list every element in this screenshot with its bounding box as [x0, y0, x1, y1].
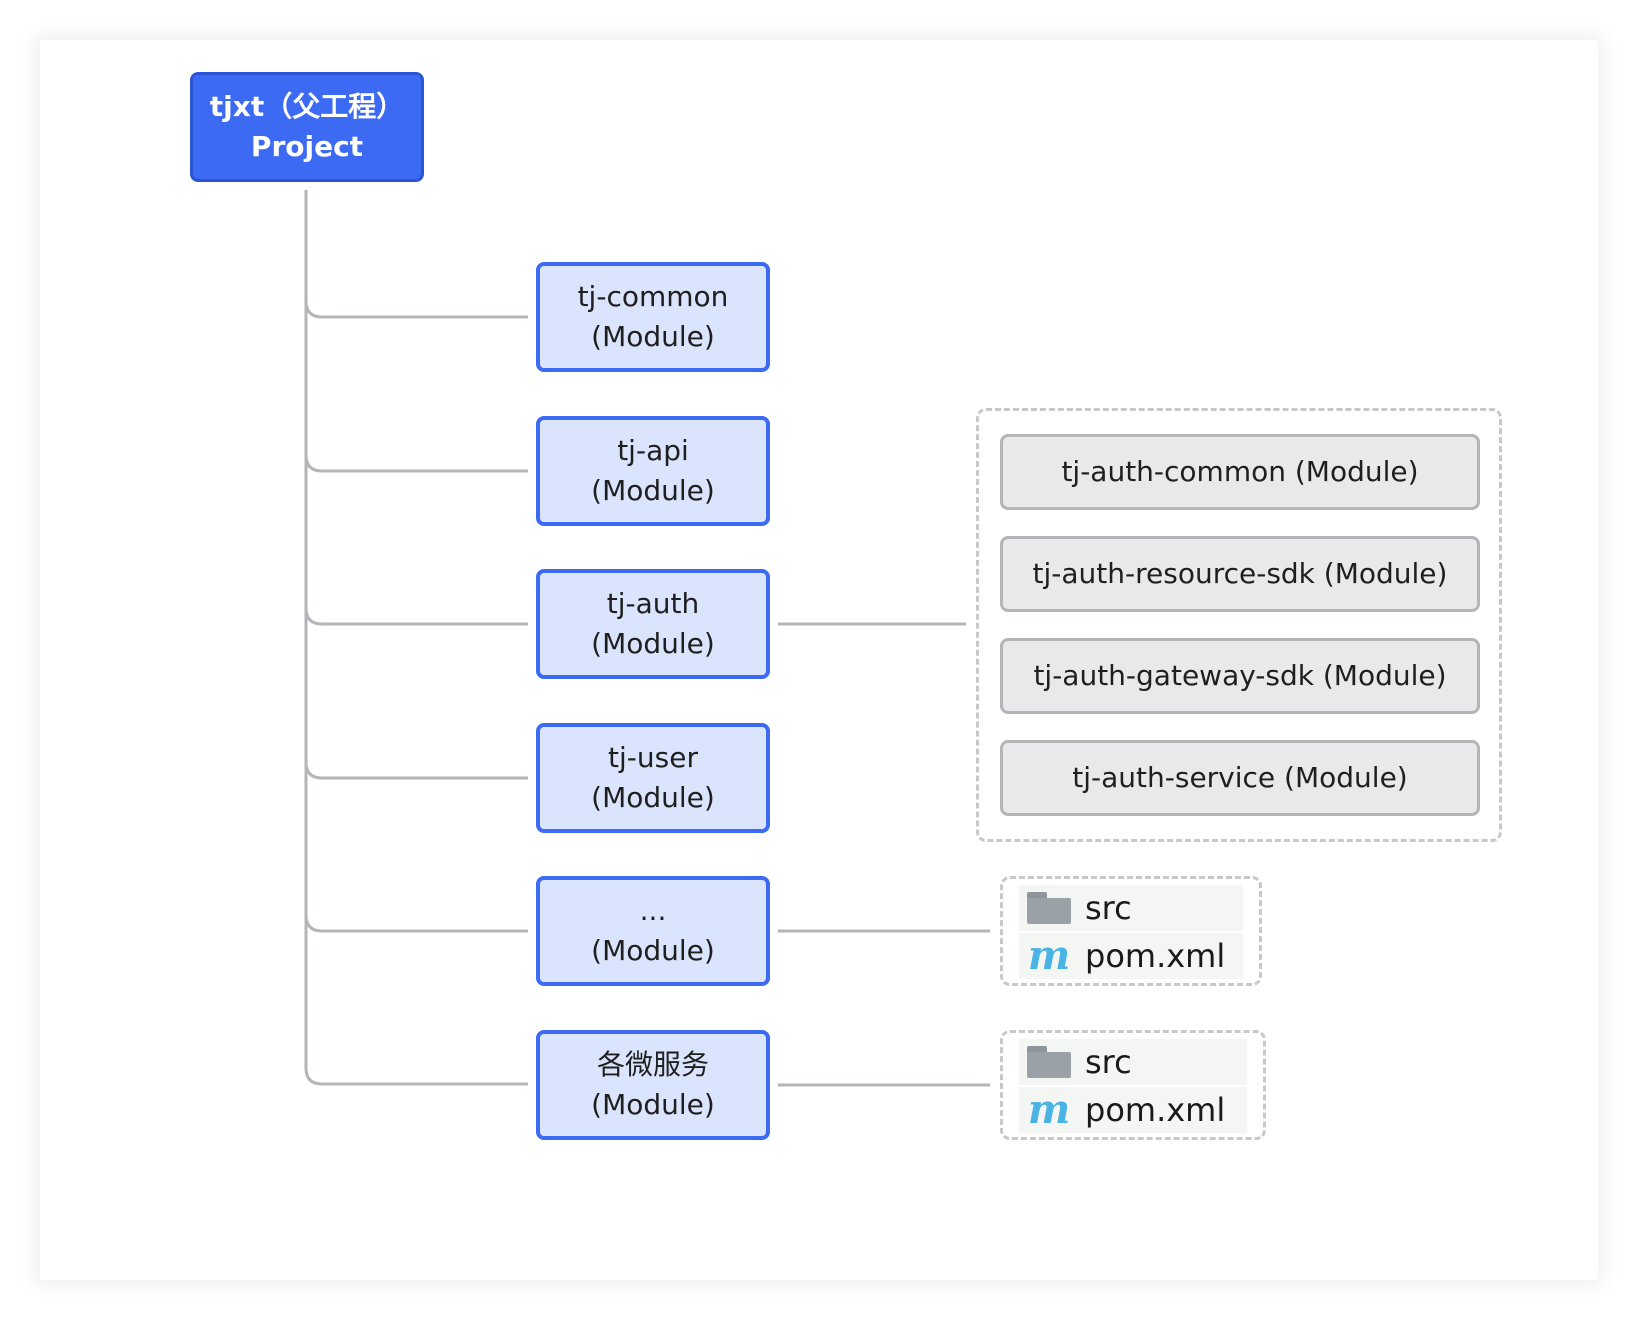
trunk-line — [304, 190, 528, 1086]
module-name: tj-user — [608, 741, 698, 774]
branch-tj-auth — [304, 607, 528, 626]
auth-submodule-group — [976, 408, 1502, 842]
module-name: tj-api — [617, 434, 689, 467]
submodule-tj-auth-common: tj-auth-common (Module) — [1000, 434, 1480, 510]
module-name: ... — [639, 894, 667, 927]
folder-row: src — [1019, 885, 1243, 931]
module-node-tj-user: tj-user (Module) — [536, 723, 770, 833]
module-type: (Module) — [591, 320, 715, 353]
root-title: tjxt（父工程） — [209, 90, 405, 123]
root-project-node: tjxt（父工程） Project — [190, 72, 424, 182]
module-type: (Module) — [591, 781, 715, 814]
module-node-microservices: 各微服务 (Module) — [536, 1030, 770, 1140]
module-name: tj-common — [577, 280, 729, 313]
module-name: tj-auth — [606, 587, 700, 620]
module-node-tj-auth: tj-auth (Module) — [536, 569, 770, 679]
module-node-tj-common: tj-common (Module) — [536, 262, 770, 372]
module-type: (Module) — [591, 474, 715, 507]
submodule-tj-auth-service: tj-auth-service (Module) — [1000, 740, 1480, 816]
submodule-label: tj-auth-common (Module) — [1061, 455, 1419, 488]
folder-label: src — [1085, 1043, 1132, 1081]
module-type: (Module) — [591, 627, 715, 660]
module-node-more: ... (Module) — [536, 876, 770, 986]
branch-tj-user — [304, 761, 528, 780]
branch-tj-common — [304, 300, 528, 319]
pom-file-row: m pom.xml — [1019, 1087, 1247, 1133]
branch-more — [304, 914, 528, 933]
submodule-label: tj-auth-gateway-sdk (Module) — [1033, 659, 1447, 692]
folder-label: src — [1085, 889, 1132, 927]
module-file-group: src m pom.xml — [1000, 876, 1262, 986]
module-type: (Module) — [591, 934, 715, 967]
branch-tj-api — [304, 454, 528, 473]
folder-icon — [1027, 1046, 1071, 1078]
submodule-tj-auth-gateway-sdk: tj-auth-gateway-sdk (Module) — [1000, 638, 1480, 714]
module-node-tj-api: tj-api (Module) — [536, 416, 770, 526]
maven-icon: m — [1027, 932, 1071, 979]
folder-row: src — [1019, 1039, 1247, 1085]
folder-icon — [1027, 892, 1071, 924]
submodule-label: tj-auth-resource-sdk (Module) — [1032, 557, 1448, 590]
submodule-tj-auth-resource-sdk: tj-auth-resource-sdk (Module) — [1000, 536, 1480, 612]
microservice-file-group: src m pom.xml — [1000, 1030, 1266, 1140]
maven-icon: m — [1027, 1086, 1071, 1133]
pom-file-row: m pom.xml — [1019, 933, 1243, 979]
pom-file-label: pom.xml — [1085, 937, 1226, 975]
module-name: 各微服务 — [596, 1048, 709, 1081]
submodule-label: tj-auth-service (Module) — [1072, 761, 1408, 794]
root-subtitle: Project — [250, 130, 364, 163]
module-type: (Module) — [591, 1088, 715, 1121]
pom-file-label: pom.xml — [1085, 1091, 1226, 1129]
